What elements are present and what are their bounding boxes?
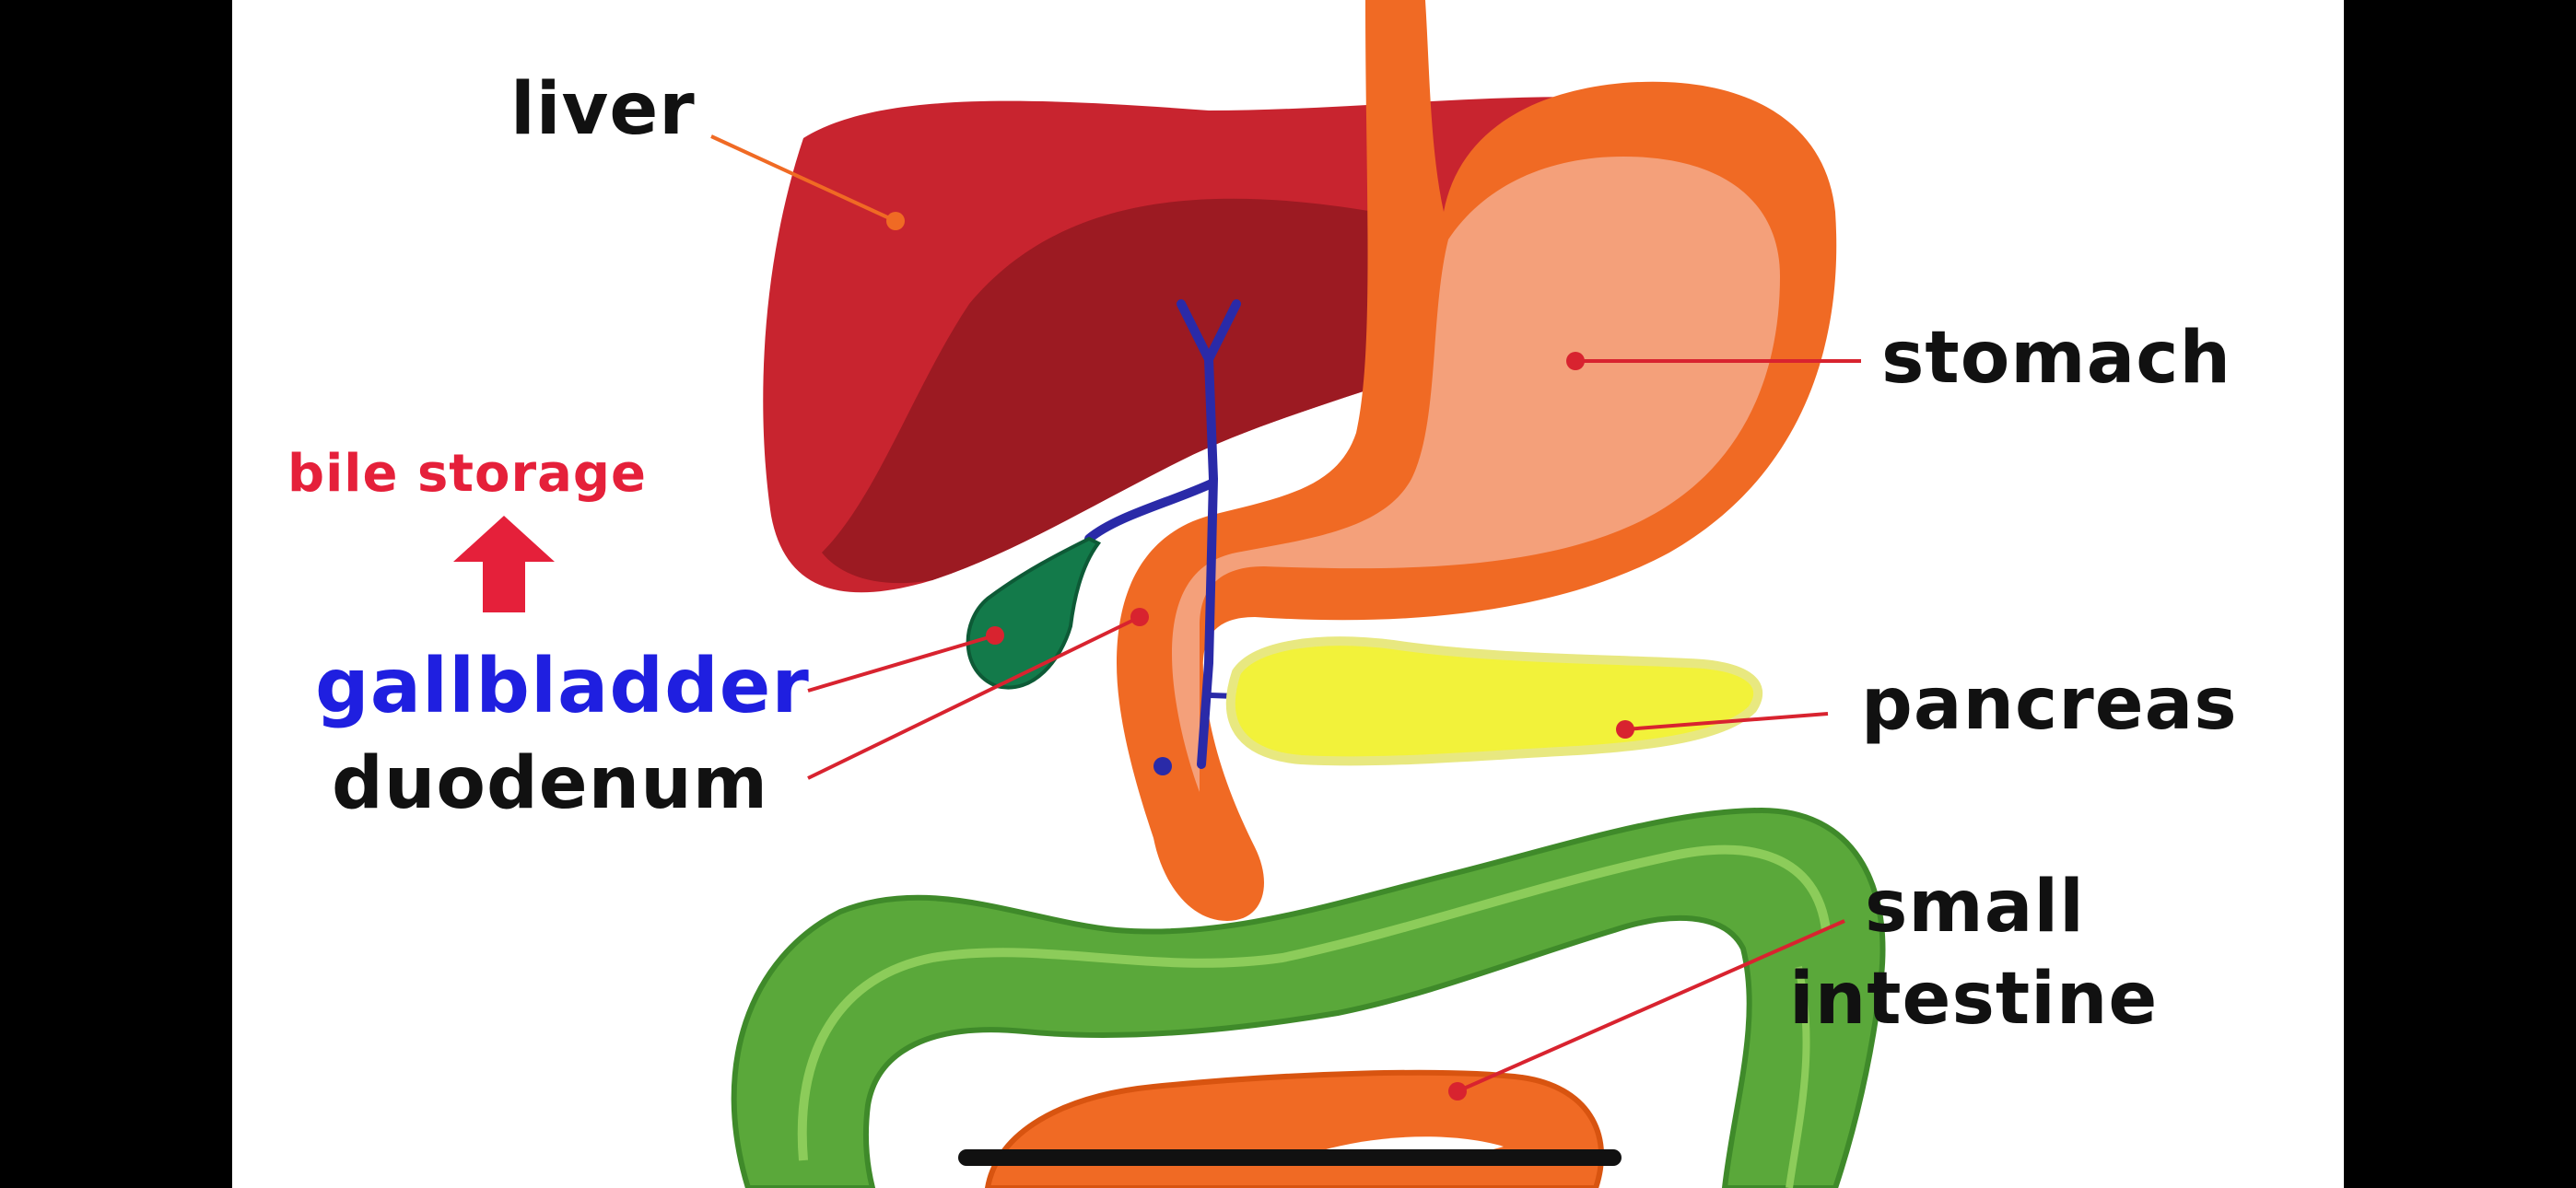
small-intestine (984, 1069, 1605, 1188)
leader-dots (886, 212, 1634, 1101)
ampulla-marker (1153, 757, 1172, 775)
label-stomach: stomach (1881, 317, 2231, 400)
large-intestine (731, 807, 1886, 1188)
video-frame: liver stomach bile storage gallbladder d… (232, 0, 2344, 1188)
label-gallbladder: gallbladder (315, 643, 810, 730)
label-bile-storage: bile storage (287, 444, 647, 504)
stomach (1117, 0, 1837, 921)
label-pancreas: pancreas (1861, 663, 2238, 746)
up-arrow-icon (453, 516, 555, 612)
pancreas (1225, 636, 1762, 766)
label-liver: liver (510, 68, 696, 151)
gallbladder (966, 536, 1102, 690)
leader-lines (710, 134, 1861, 1093)
label-duodenum: duodenum (332, 742, 769, 825)
home-indicator[interactable] (958, 1149, 1622, 1166)
label-small-intestine-line1: small (1865, 866, 2085, 949)
label-small-intestine-line2: intestine (1789, 958, 2159, 1041)
